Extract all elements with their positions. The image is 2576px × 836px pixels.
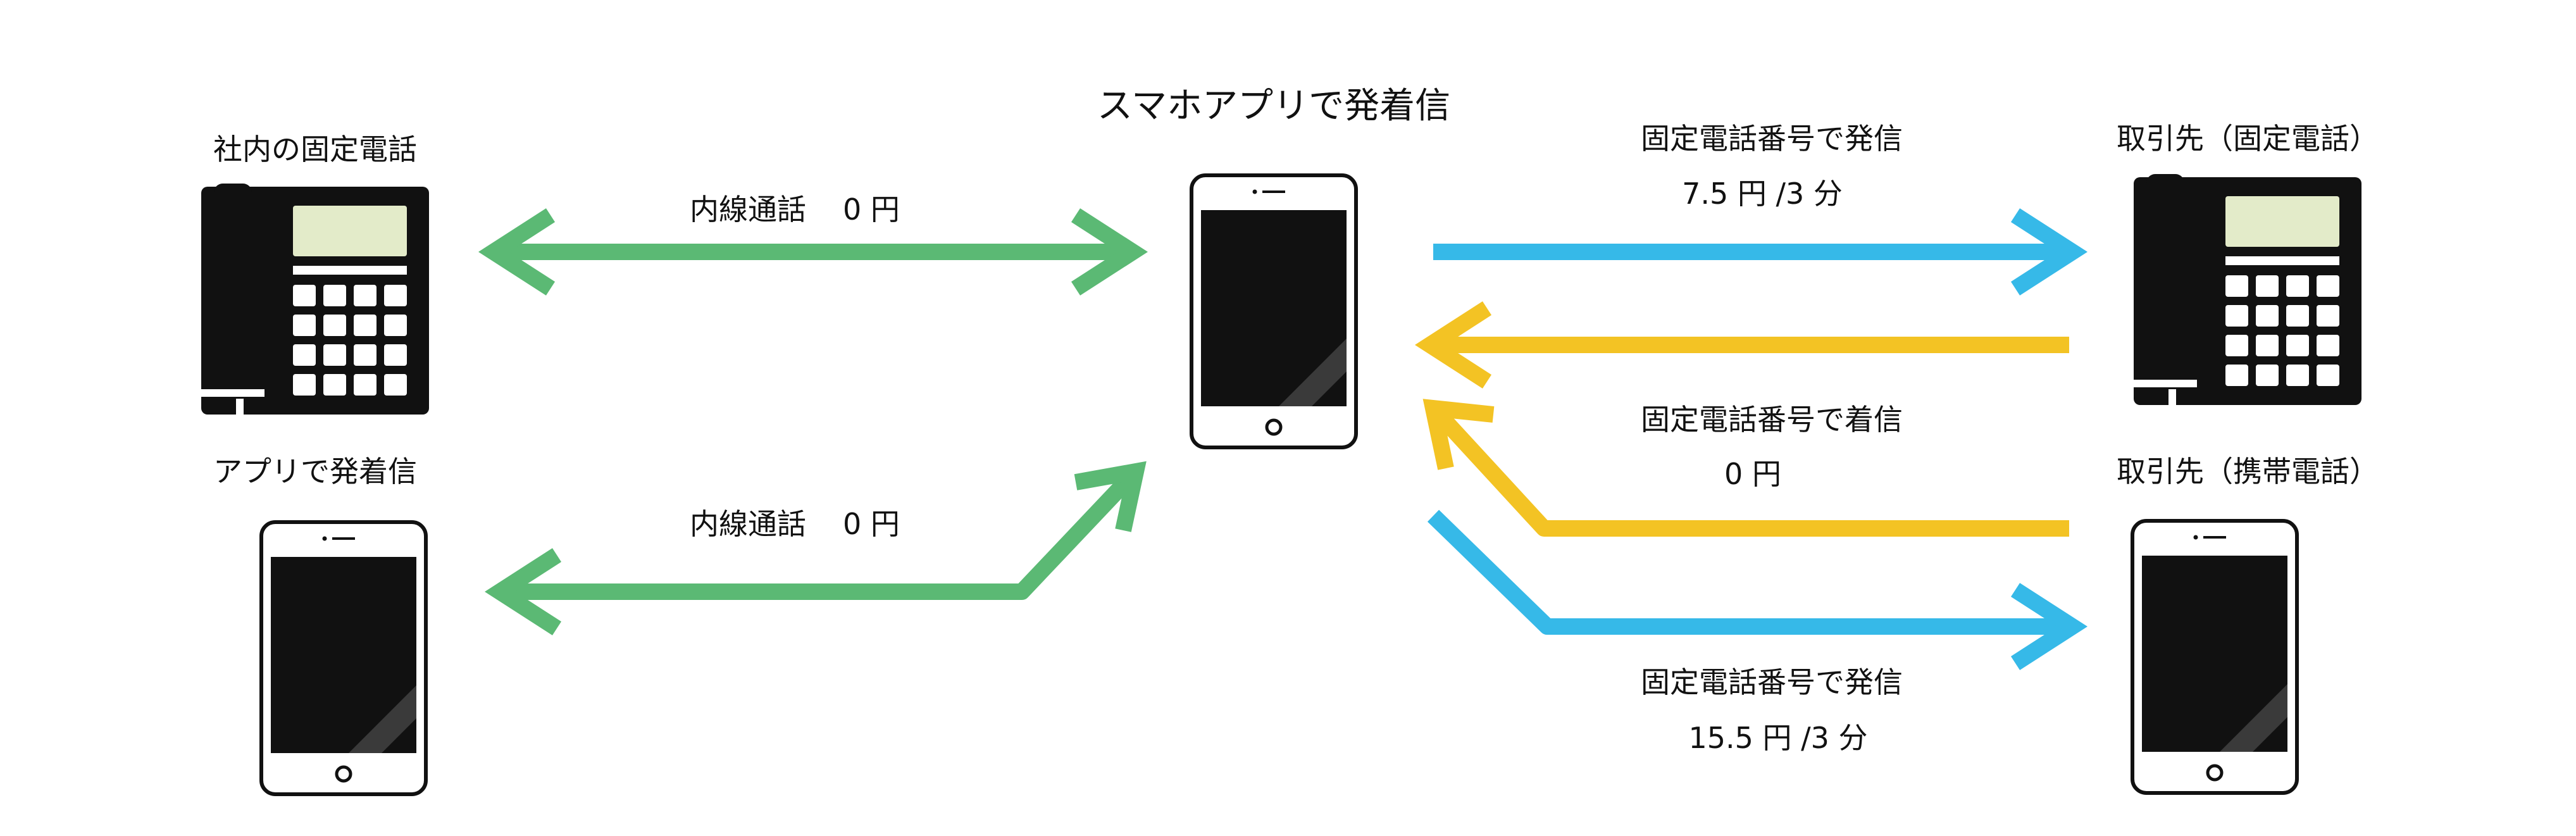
incoming-landline-arrow	[1415, 301, 2069, 389]
partner-landline-label: 取引先（固定電話）	[2117, 122, 2379, 156]
outgoing-mobile-label: 固定電話番号で発信	[1641, 665, 1903, 699]
incoming-price: 0 円	[1724, 457, 1781, 491]
outgoing-mobile-price: 15.5 円 /3 分	[1688, 721, 1868, 755]
office-phone-label: 社内の固定電話	[213, 132, 417, 166]
outgoing-landline-arrow	[1433, 208, 2088, 296]
internal-call-arrow-bottom	[485, 461, 1147, 635]
smartphone-icon	[2131, 519, 2299, 795]
desk-phone-icon	[201, 184, 429, 415]
outgoing-mobile-arrow	[1427, 509, 2088, 670]
app-phone-label: アプリで発着信	[213, 454, 417, 489]
internal-call-label-bottom: 内線通話 0 円	[690, 509, 900, 539]
partner-mobile-label: 取引先（携帯電話）	[2117, 454, 2379, 489]
smartphone-icon	[259, 520, 428, 796]
desk-phone-icon	[2134, 174, 2361, 405]
connection-label: 内線通話	[690, 192, 806, 227]
incoming-mobile-arrow	[1422, 399, 2069, 537]
connection-label: 内線通話	[690, 507, 806, 541]
internal-call-label-top: 内線通話 0 円	[690, 195, 900, 224]
connection-price: 0 円	[843, 507, 900, 541]
internal-call-arrow-top	[478, 208, 1148, 296]
outgoing-landline-price: 7.5 円 /3 分	[1682, 177, 1843, 211]
outgoing-landline-label: 固定電話番号で発信	[1641, 122, 1903, 156]
incoming-label: 固定電話番号で着信	[1641, 402, 1903, 437]
hub-label: スマホアプリで発着信	[1097, 85, 1451, 127]
smartphone-icon	[1190, 173, 1358, 449]
connection-price: 0 円	[843, 192, 900, 227]
